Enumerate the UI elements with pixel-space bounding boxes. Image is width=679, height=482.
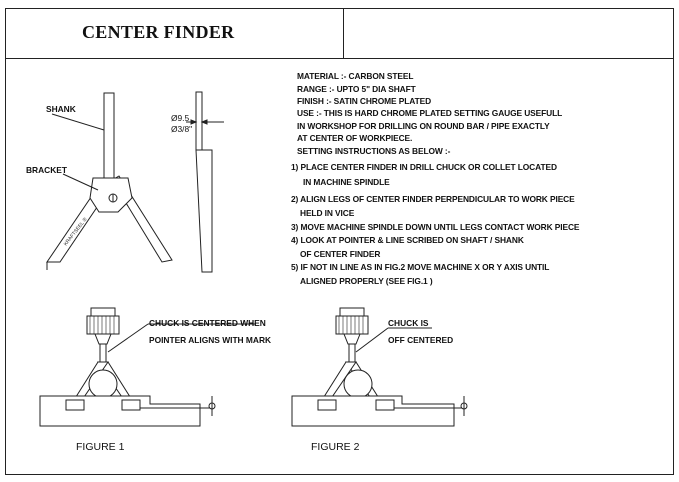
spec-line-use-2: IN WORKSHOP FOR DRILLING ON ROUND BAR / …	[297, 121, 550, 131]
figure1-drawing	[39, 307, 256, 427]
figure1-callout-line2: POINTER ALIGNS WITH MARK	[149, 335, 272, 345]
instruction-4: 4) LOOK AT POINTER & LINE SCRIBED ON SHA…	[291, 235, 524, 245]
figure2-callout-line2: OFF CENTERED	[388, 335, 454, 345]
instruction-4-cont: OF CENTER FINDER	[300, 249, 381, 259]
instruction-5-cont: ALIGNED PROPERLY (SEE FIG.1 )	[300, 276, 433, 286]
instruction-5: 5) IF NOT IN LINE AS IN FIG.2 MOVE MACHI…	[291, 262, 550, 272]
figure2-callout-line1: CHUCK IS	[388, 318, 429, 328]
spec-line-material: MATERIAL :- CARBON STEEL	[297, 71, 414, 81]
bracket-label: BRACKET	[26, 165, 67, 175]
instruction-2-cont: HELD IN VICE	[300, 208, 355, 218]
figure2-drawing	[291, 307, 468, 427]
spec-line-use: USE :- THIS IS HARD CHROME PLATED SETTIN…	[297, 108, 563, 118]
instruction-3: 3) MOVE MACHINE SPINDLE DOWN UNTIL LEGS …	[291, 222, 580, 232]
instruction-1: 1) PLACE CENTER FINDER IN DRILL CHUCK OR…	[291, 162, 557, 172]
diameter-inch-label: Ø3/8"	[171, 124, 193, 134]
figure1-caption: FIGURE 1	[76, 441, 125, 453]
spec-line-setting-heading: SETTING INSTRUCTIONS AS BELOW :-	[297, 146, 451, 156]
instruction-1-cont: IN MACHINE SPINDLE	[303, 177, 390, 187]
spec-line-use-3: AT CENTER OF WORKPIECE.	[297, 133, 413, 143]
sheet-frame	[5, 8, 674, 475]
diameter-mm-label: Ø9.5	[171, 113, 190, 123]
center-finder-drawing	[46, 92, 173, 270]
spec-line-finish: FINISH :- SATIN CHROME PLATED	[297, 96, 432, 106]
page-title: CENTER FINDER	[82, 22, 235, 42]
instruction-2: 2) ALIGN LEGS OF CENTER FINDER PERPENDIC…	[291, 194, 575, 204]
spec-line-range: RANGE :- UPTO 5" DIA SHAFT	[297, 84, 416, 94]
profile-view	[186, 91, 224, 273]
figure1-callout-line1: CHUCK IS CENTERED WHEN	[149, 318, 266, 328]
shank-label: SHANK	[46, 104, 76, 114]
figure2-caption: FIGURE 2	[311, 441, 360, 453]
